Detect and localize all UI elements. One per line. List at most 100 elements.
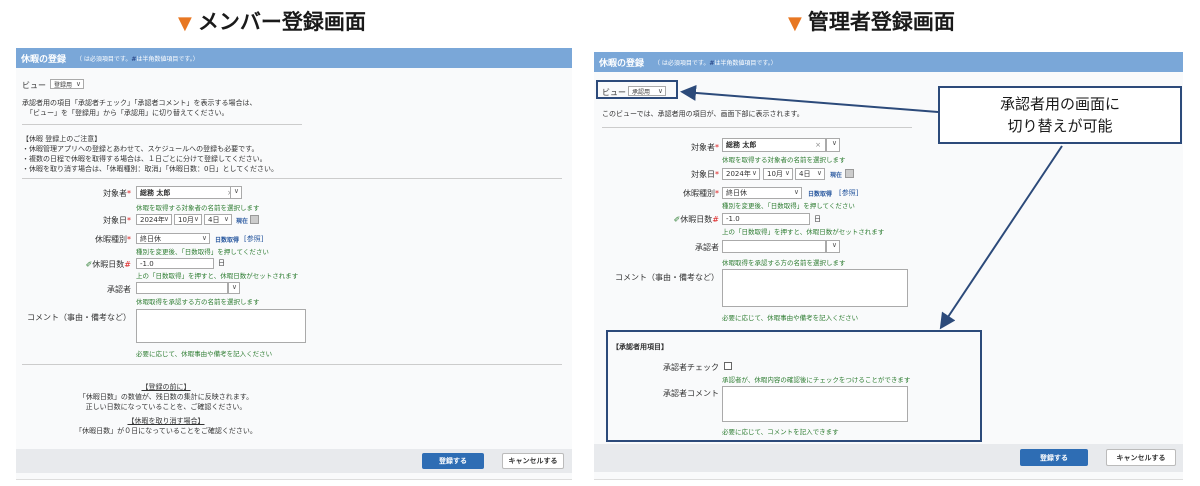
approver-check-checkbox[interactable] — [724, 362, 732, 370]
calc-days-button[interactable]: 日数取得 — [808, 191, 833, 198]
days-input[interactable]: -1.0 — [136, 258, 214, 269]
target-hint: 休暇を取得する対象者の名前を選択します — [722, 156, 846, 164]
days-hint: 上の「日数取得」を押すと、休暇日数がセットされます — [136, 272, 299, 280]
intro-line-1: 承認者用の項目「承認者チェック」「承認者コメント」を表示する場合は、 — [22, 99, 257, 107]
callout-box: 承認者用の画面に 切り替えが可能 — [938, 86, 1182, 144]
note-2: ・複数の日程で休暇を取得する場合は、１日ごとに分けて登録してください。 — [22, 155, 267, 163]
target-select[interactable]: 総務 太郎× — [136, 186, 238, 199]
cancel-button[interactable]: キャンセルする — [1106, 449, 1176, 466]
calc-days-button[interactable]: 日数取得 — [215, 237, 240, 244]
month-select[interactable]: 10月 — [763, 168, 793, 180]
days-unit: 日 — [218, 259, 225, 267]
calendar-icon[interactable] — [845, 169, 854, 178]
days-label: ✐休暇日数# — [673, 215, 719, 224]
header-note: （ は必須項目です。#は半角数値項目です。） — [76, 55, 199, 63]
reference-link[interactable]: [参照] — [839, 189, 859, 197]
triangle-down-icon: ▼ — [788, 13, 802, 34]
approver-comment-hint: 必要に応じて、コメントを記入できます — [722, 428, 839, 436]
note-3: ・休暇を取り消す場合は、「休暇種別：取消」「休暇日数：0日」としてください。 — [22, 165, 279, 173]
member-form-panel: 休暇の登録 （ は必須項目です。#は半角数値項目です。） ビュー 登録用 承認者… — [16, 48, 572, 480]
triangle-down-icon: ▼ — [178, 13, 192, 34]
day-select[interactable]: 4日 — [795, 168, 825, 180]
panel-header-title: 休暇の登録 — [21, 54, 67, 65]
year-select[interactable]: 2024年 — [722, 168, 760, 180]
title-admin-screen: ▼管理者登録画面 — [788, 10, 955, 34]
calendar-icon[interactable] — [250, 215, 259, 224]
target-select[interactable]: 総務 太郎× — [722, 138, 826, 152]
type-select[interactable]: 終日休 — [136, 233, 210, 244]
approver-section-frame — [606, 330, 982, 442]
month-select[interactable]: 10月 — [174, 214, 202, 225]
comment-hint: 必要に応じて、休暇事由や備考を記入ください — [136, 350, 273, 358]
view-select[interactable]: 承認用 — [628, 86, 666, 96]
comment-textarea[interactable] — [136, 309, 306, 343]
header-note: （ は必須項目です。#は半角数値項目です。） — [654, 59, 777, 67]
submit-button[interactable]: 登録する — [422, 453, 484, 469]
intro-line-2: 「ビュー」を「登録用」から「承認用」に切り替えてください。 — [26, 109, 229, 117]
type-hint: 種別を変更後、「日数取得」を押してください — [136, 248, 269, 256]
panel-header-title: 休暇の登録 — [599, 58, 645, 69]
approver-select[interactable] — [722, 240, 826, 253]
today-button[interactable]: 現在 — [236, 218, 249, 225]
form-footer: 登録する キャンセルする — [16, 449, 572, 473]
year-select[interactable]: 2024年 — [136, 214, 172, 225]
type-select[interactable]: 終日休 — [722, 187, 802, 199]
view-label: ビュー — [22, 81, 46, 90]
view-select[interactable]: 登録用 — [50, 79, 84, 89]
today-button[interactable]: 現在 — [830, 172, 843, 179]
callout-line-1: 承認者用の画面に — [999, 95, 1120, 113]
approver-check-hint: 承認者が、休暇内容の確認後にチェックをつけることができます — [722, 376, 911, 384]
divider — [22, 364, 562, 365]
panel-header: 休暇の登録 （ は必須項目です。#は半角数値項目です。） — [16, 48, 572, 68]
note-1: ・休暇管理アプリへの登録とあわせて、スケジュールへの登録も必要です。 — [22, 145, 259, 153]
notes-title: 【休暇 登録上のご注意】 — [22, 135, 102, 143]
approver-section-title: 【承認者用項目】 — [612, 343, 668, 351]
approver-dropdown-button[interactable] — [826, 240, 840, 253]
divider — [602, 127, 912, 128]
before-notes: 【登録の前に】 「休暇日数」の数値が、残日数の集計に反映されます。 正しい日数に… — [78, 383, 254, 411]
type-label: 休暇種別* — [683, 189, 719, 198]
view-label: ビュー — [602, 88, 626, 97]
approver-label: 承認者 — [107, 285, 131, 294]
days-input[interactable]: -1.0 — [722, 213, 810, 225]
pencil-icon: ✐ — [673, 215, 681, 224]
panel-header: 休暇の登録 （ は必須項目です。#は半角数値項目です。） — [594, 52, 1183, 72]
target-dropdown-button[interactable] — [230, 186, 242, 199]
form-footer: 登録する キャンセルする — [594, 444, 1183, 472]
pencil-icon: ✐ — [85, 260, 93, 269]
target-hint: 休暇を取得する対象者の名前を選択します — [136, 204, 260, 212]
title-member-screen: ▼メンバー登録画面 — [178, 10, 366, 34]
comment-hint: 必要に応じて、休暇事由や備考を記入ください — [722, 314, 859, 322]
days-hint: 上の「日数取得」を押すと、休暇日数がセットされます — [722, 228, 885, 236]
approver-comment-label: 承認者コメント — [663, 389, 719, 398]
date-label: 対象日* — [103, 216, 131, 225]
type-label: 休暇種別* — [95, 235, 131, 244]
callout-line-2: 切り替えが可能 — [1007, 117, 1113, 135]
target-dropdown-button[interactable] — [826, 138, 840, 152]
cancel-notes: 【休暇を取り消す場合】 「休暇日数」が０日になっていることをご確認ください。 — [75, 417, 257, 435]
comment-label: コメント（事由・備考など） — [27, 313, 131, 322]
comment-label: コメント（事由・備考など） — [615, 273, 719, 282]
approver-hint: 休暇取得を承認する方の名前を選択します — [722, 259, 846, 267]
date-label: 対象日* — [691, 170, 719, 179]
intro-line: このビューでは、承認者用の項目が、画面下部に表示されます。 — [602, 110, 804, 118]
days-label: ✐休暇日数# — [85, 260, 131, 269]
approver-comment-textarea[interactable] — [722, 386, 908, 422]
approver-hint: 休暇取得を承認する方の名前を選択します — [136, 298, 260, 306]
view-highlight-frame — [596, 80, 678, 99]
divider — [22, 124, 302, 125]
panel-body: ビュー 登録用 承認者用の項目「承認者チェック」「承認者コメント」を表示する場合… — [16, 68, 572, 479]
day-select[interactable]: 4日 — [204, 214, 232, 225]
target-label: 対象者* — [103, 189, 131, 198]
approver-label: 承認者 — [695, 243, 719, 252]
days-unit: 日 — [814, 215, 821, 223]
type-hint: 種別を変更後、「日数取得」を押してください — [722, 202, 855, 210]
approver-check-label: 承認者チェック — [663, 363, 719, 372]
reference-link[interactable]: [参照] — [244, 235, 264, 243]
approver-dropdown-button[interactable] — [228, 282, 240, 294]
submit-button[interactable]: 登録する — [1020, 449, 1088, 466]
comment-textarea[interactable] — [722, 269, 908, 307]
approver-select[interactable] — [136, 282, 228, 294]
target-label: 対象者* — [691, 143, 719, 152]
cancel-button[interactable]: キャンセルする — [502, 453, 564, 469]
